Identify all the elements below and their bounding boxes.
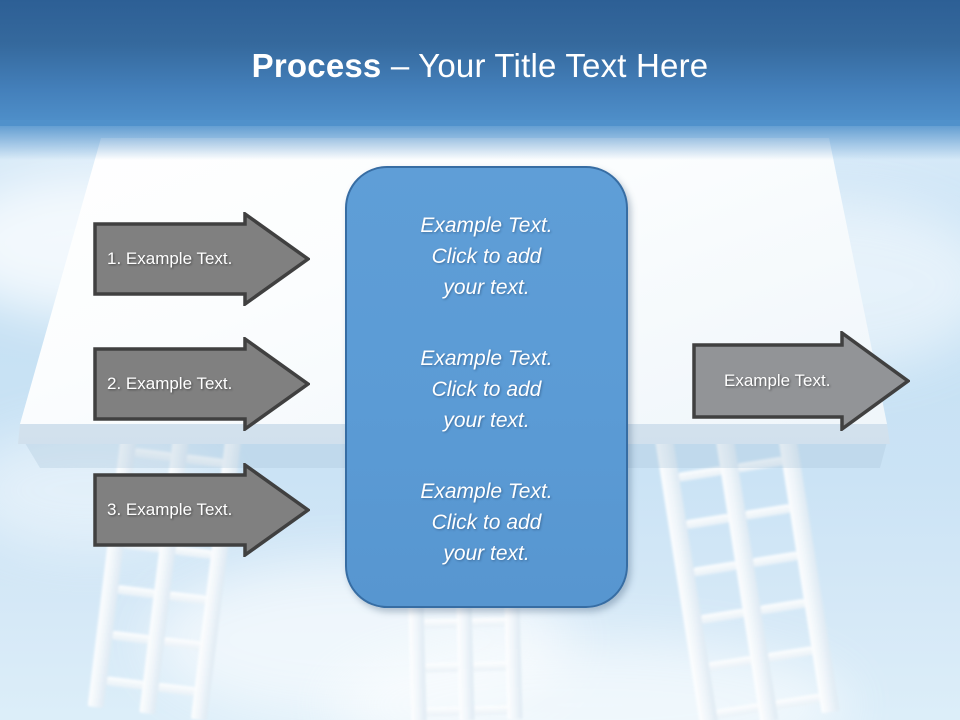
- page-title-rest: – Your Title Text Here: [381, 47, 709, 84]
- ladder-rung: [474, 705, 508, 716]
- ladder-rung: [693, 561, 737, 577]
- page-title-bold: Process: [251, 47, 382, 84]
- input-arrow-2-label: 2. Example Text.: [107, 374, 233, 393]
- ladder-rung: [767, 646, 813, 663]
- input-arrow-3[interactable]: 3. Example Text.: [93, 463, 310, 557]
- input-arrow-2[interactable]: 2. Example Text.: [93, 337, 310, 431]
- ladder-rung: [157, 682, 195, 697]
- ladder-rung: [425, 662, 459, 673]
- center-box-block-3: Example Text. Click to add your text.: [420, 480, 553, 565]
- input-arrow-3-label: 3. Example Text.: [107, 500, 233, 519]
- arrow-right-icon: [93, 212, 310, 306]
- ladder-rung: [473, 661, 507, 672]
- ladder-rung: [760, 598, 806, 615]
- ladder-rung: [700, 608, 744, 624]
- ladder-rung: [423, 618, 458, 629]
- ladder-rung: [169, 591, 207, 605]
- page-title: Process – Your Title Text Here: [0, 0, 960, 85]
- center-box-block-2: Example Text. Click to add your text.: [420, 347, 553, 432]
- title-bar: Process – Your Title Text Here: [0, 0, 960, 160]
- ladder-rung: [685, 513, 729, 530]
- ladder-rung: [106, 676, 144, 690]
- arrow-right-icon: [93, 463, 310, 557]
- output-arrow-label: Example Text.: [724, 371, 831, 390]
- ladder-rung: [163, 637, 201, 651]
- input-arrow-1[interactable]: 1. Example Text.: [93, 212, 310, 306]
- ladder-rung: [752, 551, 798, 568]
- input-arrow-1-label: 1. Example Text.: [107, 249, 233, 268]
- center-box-block-1: Example Text. Click to add your text.: [420, 214, 553, 299]
- ladder-rung: [111, 630, 149, 645]
- ladder-rung: [471, 617, 506, 628]
- ladder-rung: [117, 585, 155, 599]
- center-process-box[interactable]: Example Text. Click to add your text. Ex…: [345, 166, 628, 608]
- ladder-rung: [708, 655, 752, 672]
- ladder-rung: [716, 703, 759, 719]
- ladder-rung: [775, 693, 821, 710]
- output-arrow[interactable]: Example Text.: [692, 331, 910, 431]
- arrow-right-icon: [93, 337, 310, 431]
- ladder-rung: [426, 706, 460, 717]
- ladder-rung: [745, 504, 791, 520]
- arrow-right-icon: [692, 331, 910, 431]
